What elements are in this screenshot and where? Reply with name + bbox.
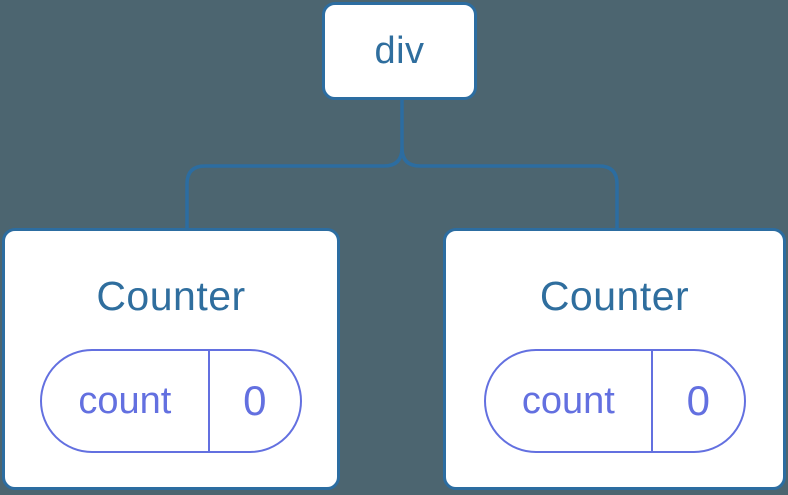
root-node-label: div	[374, 29, 425, 72]
counter-node-left: Counter count 0	[2, 228, 340, 490]
state-value: 0	[686, 377, 711, 424]
state-key: count	[42, 351, 210, 451]
connector-branch-right	[400, 146, 619, 232]
root-node-div: div	[322, 2, 477, 100]
counter-title: Counter	[539, 273, 690, 319]
state-key: count	[486, 351, 654, 451]
connector-branch-left	[185, 98, 404, 232]
state-value: 0	[243, 377, 267, 424]
counter-node-right: Counter count 0	[443, 228, 786, 490]
state-pill: count 0	[40, 349, 302, 453]
state-pill: count 0	[483, 349, 746, 453]
counter-title: Counter	[96, 273, 246, 319]
